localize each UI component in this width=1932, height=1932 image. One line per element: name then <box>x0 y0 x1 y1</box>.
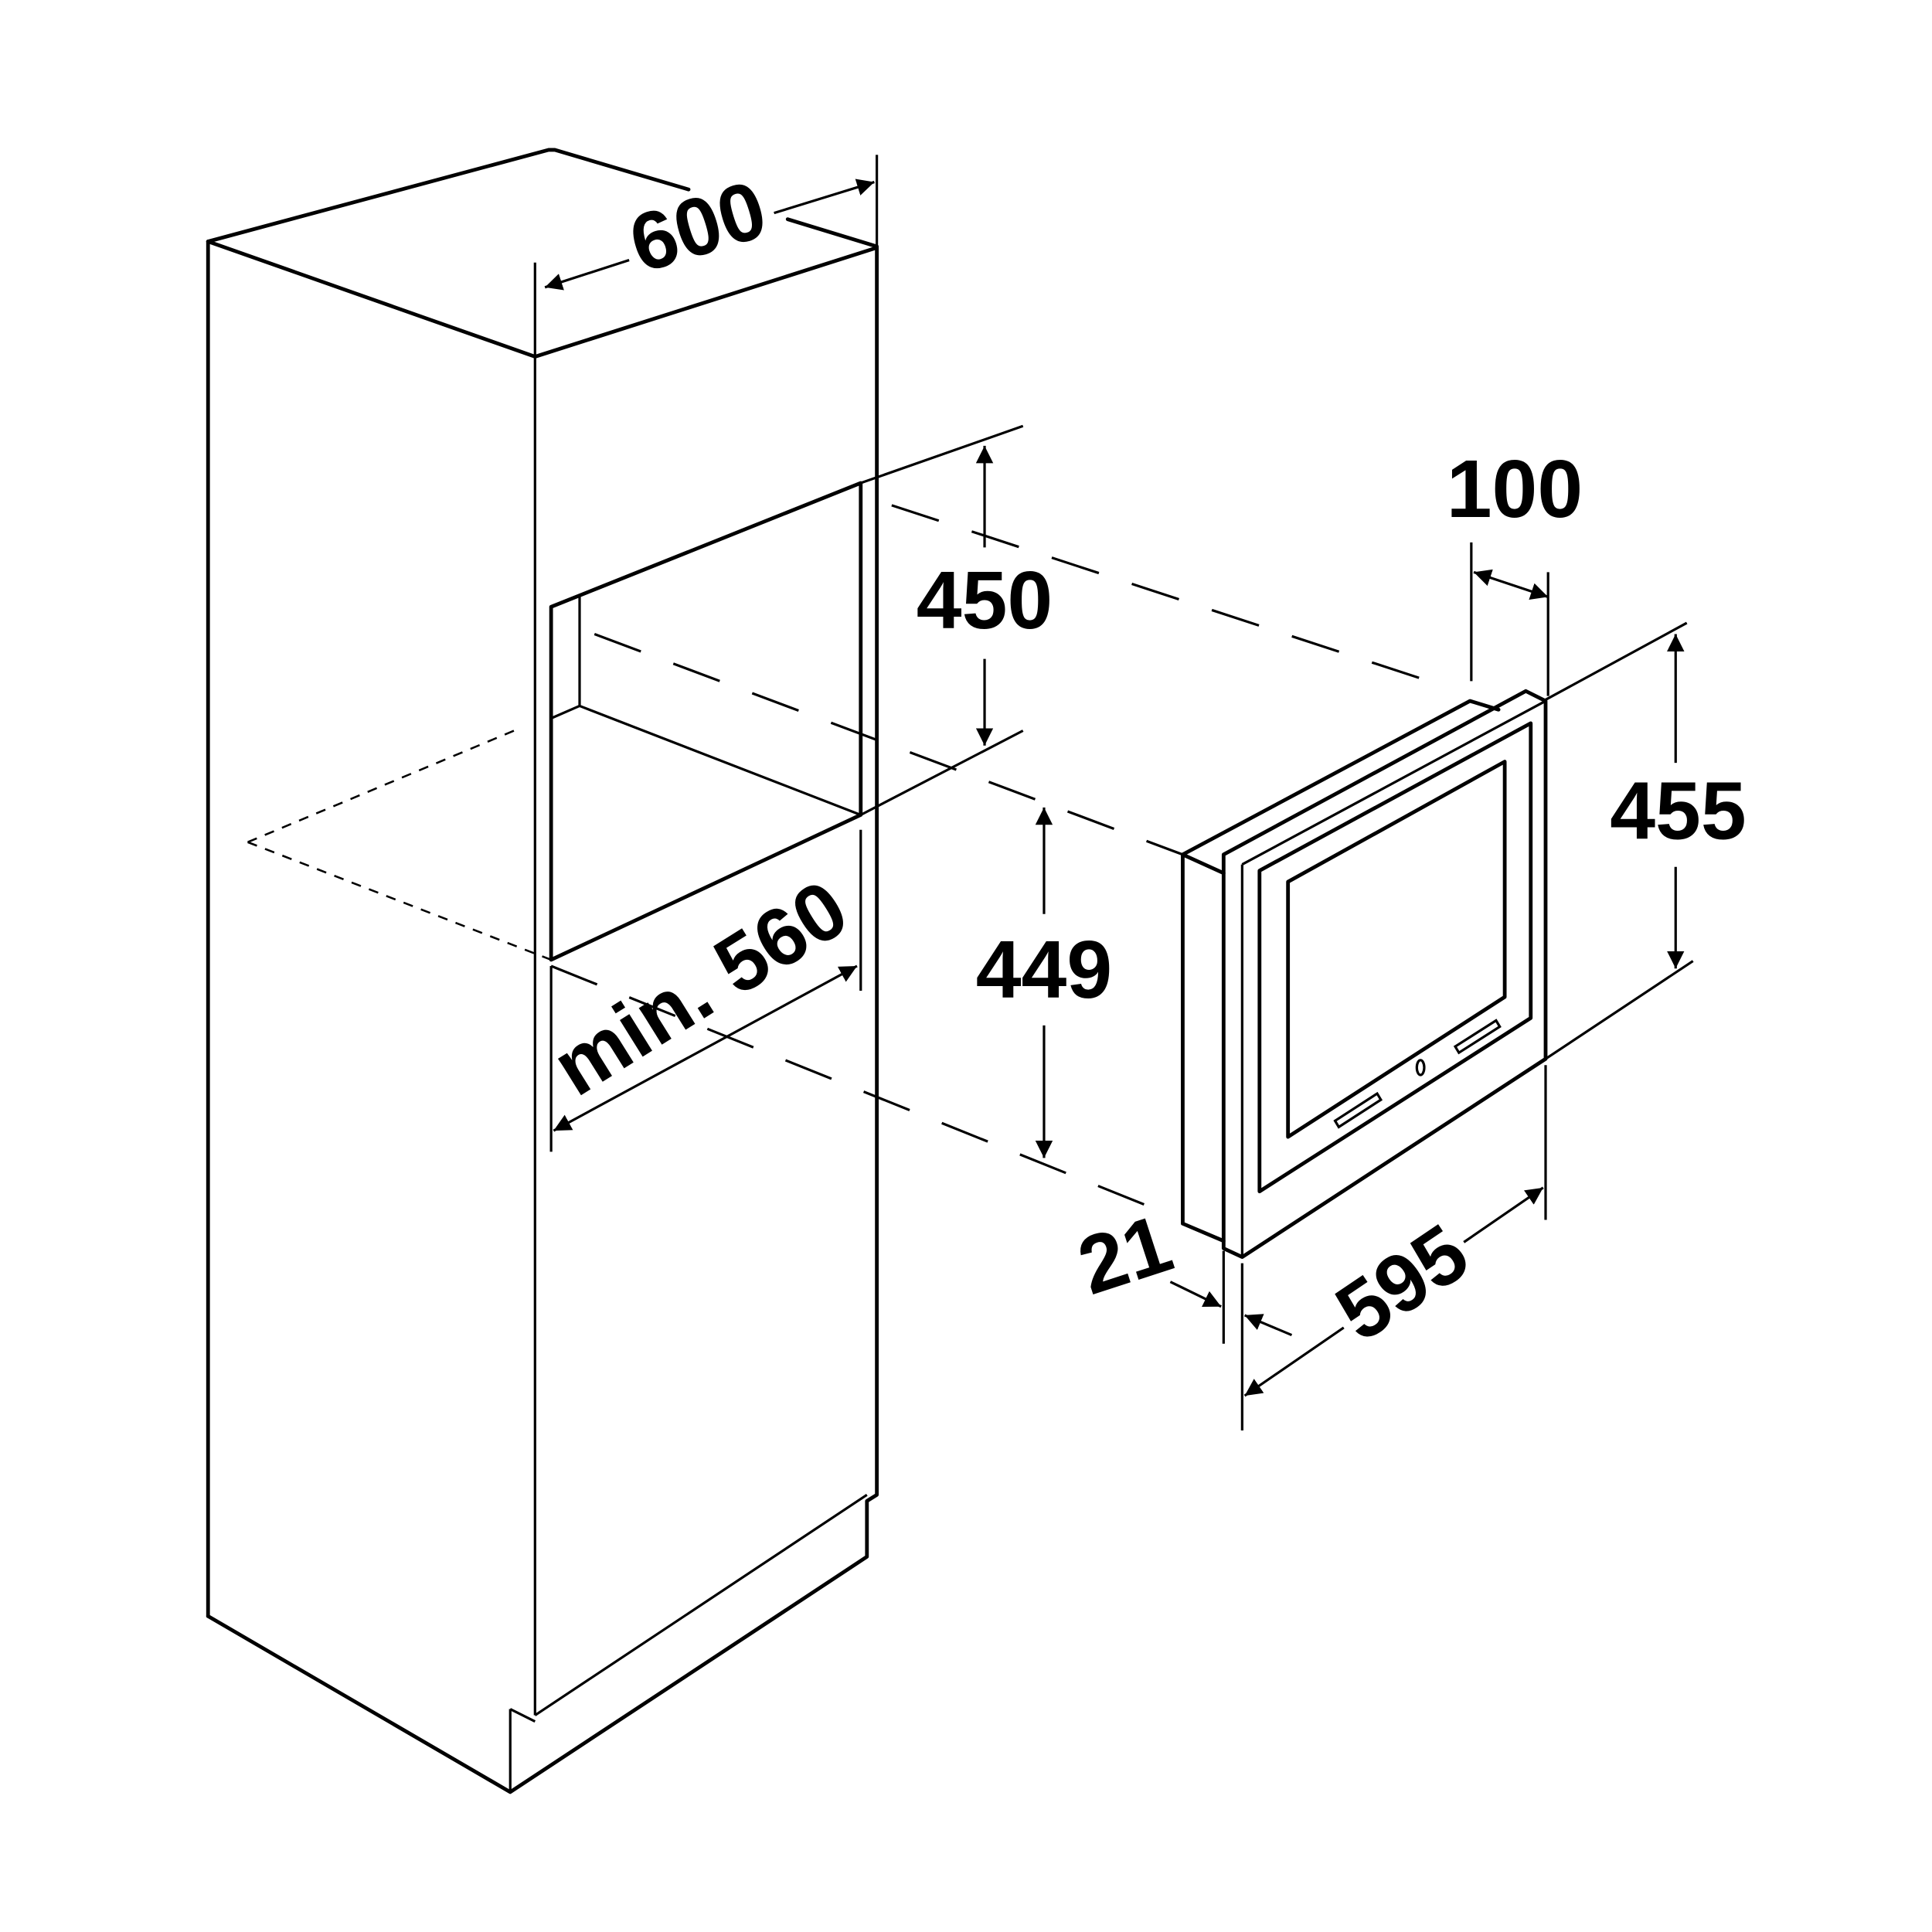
dim-front-thickness: 21 <box>1068 1197 1182 1312</box>
control-slot-icon <box>1453 1019 1502 1055</box>
appliance <box>1181 689 1548 1260</box>
dim-depth-offset: 100 <box>1447 444 1583 535</box>
dim-cabinet-depth: 600 <box>619 163 776 290</box>
control-knob-icon <box>1415 1059 1426 1077</box>
control-slot-icon <box>1333 1091 1383 1129</box>
dim-front-width: 595 <box>1320 1207 1484 1359</box>
dim-front-height: 455 <box>1610 766 1746 857</box>
dim-appliance-height: 449 <box>976 924 1112 1015</box>
niche-opening <box>247 424 1024 1152</box>
dimension-lines <box>544 179 1694 1430</box>
tall-cabinet <box>206 148 879 1794</box>
dim-niche-height: 450 <box>917 555 1053 646</box>
